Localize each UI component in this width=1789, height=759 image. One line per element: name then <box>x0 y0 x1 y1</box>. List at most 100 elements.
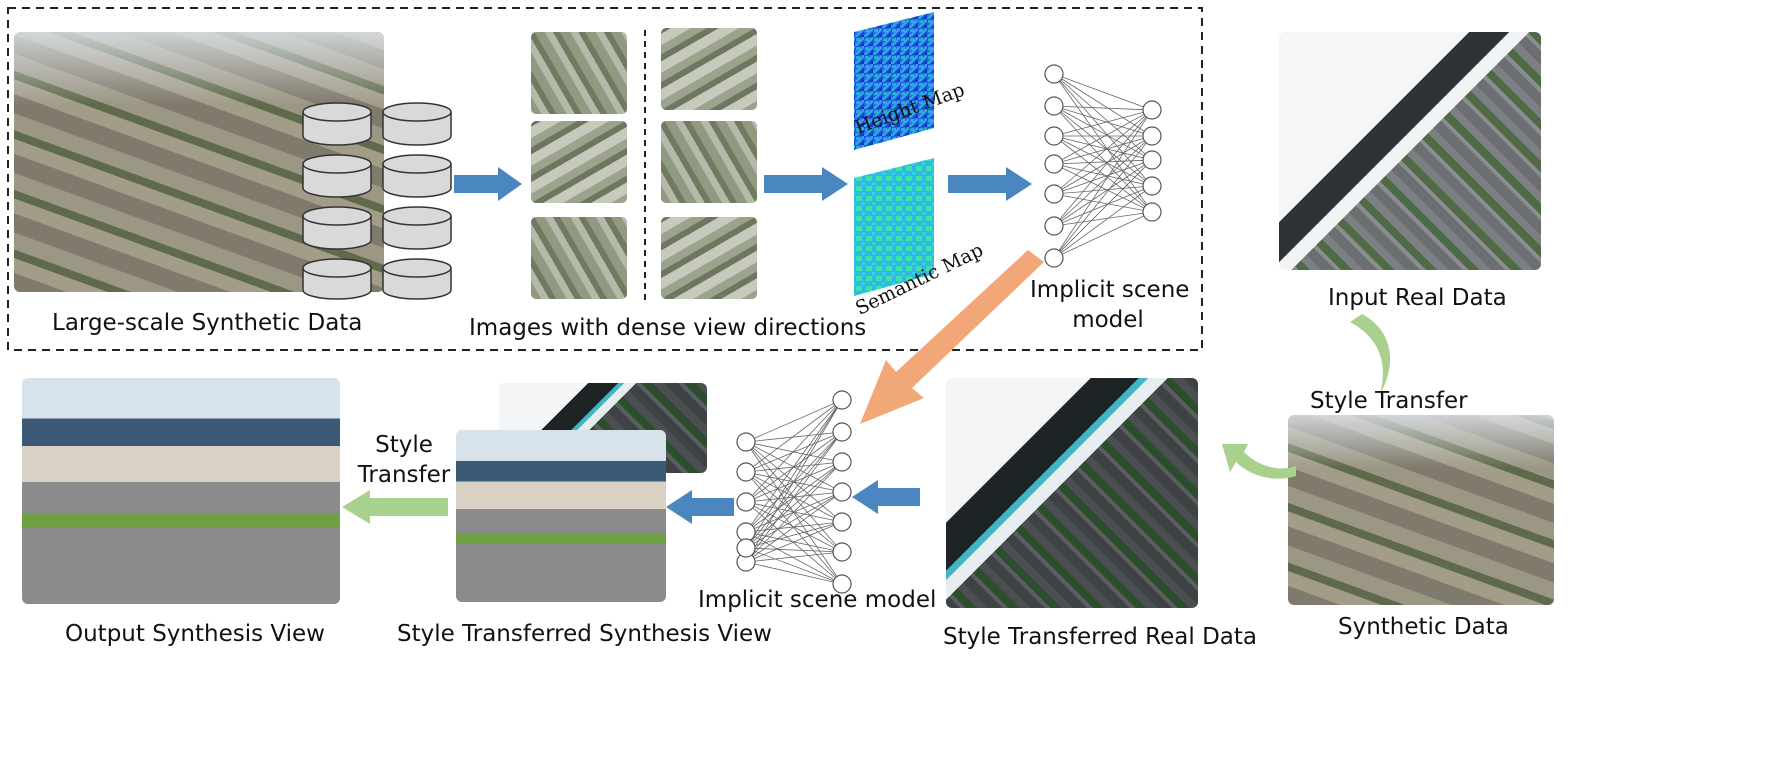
blue-arrow-icon <box>454 167 522 201</box>
network-node <box>1142 126 1162 146</box>
output-synthesis-view-image <box>22 378 340 604</box>
network-connection <box>1053 109 1153 227</box>
network-node <box>832 542 852 562</box>
view-thumbnail <box>531 32 627 114</box>
network-connection <box>1053 73 1153 111</box>
network-connection <box>1053 163 1153 187</box>
network-connection <box>745 431 843 503</box>
curved-left-arrow-icon <box>1222 444 1296 479</box>
view-thumbnail <box>661 217 757 299</box>
input-real-data-image <box>1279 32 1541 270</box>
network-connection <box>1053 109 1153 165</box>
input-real-data-label: Input Real Data <box>1328 285 1507 311</box>
network-node <box>1142 100 1162 120</box>
network-connection <box>1053 159 1153 195</box>
network-connection <box>1053 185 1153 195</box>
database-cylinder-icon <box>382 206 452 250</box>
network-connection <box>1053 105 1153 137</box>
implicit-scene-model-network-bottom <box>736 390 852 594</box>
implicit-scene-model-label-line2: model <box>1072 307 1144 333</box>
style-transfer-label-line1: Style <box>375 432 433 458</box>
network-node <box>832 390 852 410</box>
network-connection <box>745 431 843 533</box>
network-node <box>832 512 852 532</box>
database-cylinder-icon <box>382 154 452 198</box>
network-node <box>1044 154 1064 174</box>
network-node <box>1044 184 1064 204</box>
implicit-scene-model-network-top <box>1044 64 1162 268</box>
synthetic-data-image <box>1288 415 1554 605</box>
network-connection <box>1053 135 1153 195</box>
network-connection <box>1053 185 1153 227</box>
network-connection <box>745 399 843 533</box>
view-thumbnail <box>531 217 627 299</box>
network-connection <box>745 547 843 585</box>
network-node <box>832 574 852 594</box>
network-connection <box>1053 105 1153 111</box>
network-node <box>1142 150 1162 170</box>
synthetic-data-label: Synthetic Data <box>1338 614 1509 640</box>
network-connection <box>1053 105 1153 213</box>
network-connection <box>1053 73 1153 187</box>
network-connection <box>1053 135 1153 227</box>
network-connection <box>1053 135 1153 213</box>
implicit-scene-model-label-line1: Implicit scene <box>1030 277 1190 303</box>
height-map-image <box>854 12 934 150</box>
database-cylinder-icon <box>302 102 372 146</box>
network-connection <box>745 547 843 553</box>
network-node <box>1142 176 1162 196</box>
blue-arrow-icon <box>764 167 848 201</box>
network-node <box>736 492 756 512</box>
network-connection <box>745 399 843 443</box>
network-connection <box>745 521 843 563</box>
network-node <box>736 432 756 452</box>
network-connection <box>745 521 843 549</box>
database-cylinder-icon <box>382 258 452 300</box>
network-connection <box>1053 105 1153 187</box>
network-connection <box>1053 159 1153 165</box>
network-connection <box>1053 135 1153 165</box>
network-connection <box>745 461 843 549</box>
network-connection <box>745 551 843 563</box>
network-node <box>832 452 852 472</box>
database-cylinder-icon <box>302 154 372 198</box>
network-node <box>1044 64 1064 84</box>
database-cylinders <box>302 102 452 300</box>
network-connection <box>745 399 843 549</box>
style-transferred-synthesis-view-label: Style Transferred Synthesis View <box>397 621 772 647</box>
network-connection <box>745 431 843 443</box>
style-transferred-real-data-label: Style Transferred Real Data <box>943 624 1257 650</box>
network-connection <box>1053 135 1153 161</box>
style-transfer-label-bottom: Style Transfer <box>352 430 456 490</box>
blue-arrow-icon <box>948 167 1032 201</box>
network-connection <box>1053 109 1153 137</box>
network-node <box>736 538 756 558</box>
network-connection <box>1053 135 1153 187</box>
view-thumbnail <box>531 121 627 203</box>
database-cylinder-icon <box>302 206 372 250</box>
output-synthesis-view-label: Output Synthesis View <box>65 621 325 647</box>
network-connection <box>1053 73 1153 137</box>
network-node <box>1044 126 1064 146</box>
network-connection <box>745 561 843 585</box>
network-connection <box>1053 73 1153 213</box>
network-connection <box>745 431 843 563</box>
database-cylinder-icon <box>382 102 452 146</box>
network-connection <box>745 399 843 473</box>
network-connection <box>745 399 843 563</box>
network-connection <box>1053 193 1153 213</box>
network-connection <box>1053 211 1153 227</box>
style-transferred-real-data-image <box>946 378 1198 608</box>
network-connection <box>745 491 843 549</box>
blue-left-arrow-icon <box>666 490 734 524</box>
network-connection <box>745 431 843 473</box>
network-node <box>832 482 852 502</box>
network-node <box>1142 202 1162 222</box>
network-node <box>736 522 756 542</box>
network-connection <box>1053 159 1153 227</box>
network-node <box>1044 216 1064 236</box>
database-cylinder-icon <box>302 258 372 300</box>
style-transferred-synthesis-view-image <box>456 430 666 602</box>
network-node <box>832 422 852 442</box>
